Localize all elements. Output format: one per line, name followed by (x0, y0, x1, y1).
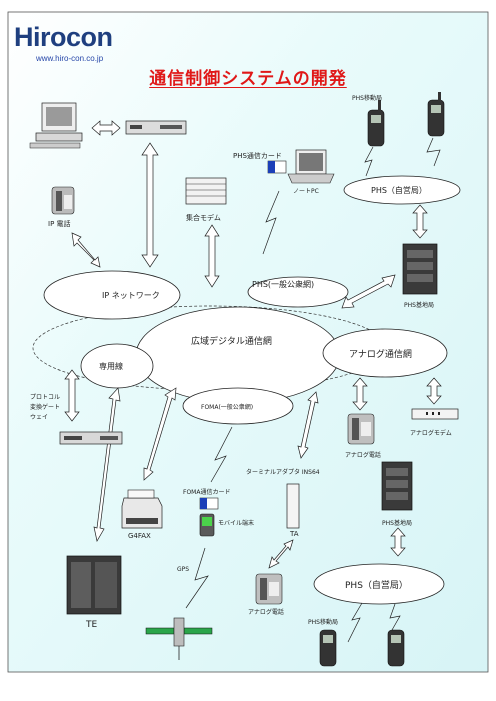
phs-mobile-top-2-icon (427, 92, 445, 137)
phs-public-label: PHS(一般公衆網) (252, 280, 315, 289)
page-title: 通信制御システムの開発 (149, 69, 347, 89)
analog-modem-icon (411, 408, 459, 420)
phs-concentrator-label: PHS基地局 (382, 520, 412, 527)
notebook-pc-label: ノートPC (293, 188, 319, 195)
brand-logo: Hirocon (14, 22, 113, 52)
arrow-pc-server (91, 120, 121, 136)
phs-mobile-bottom-2-icon (387, 629, 405, 667)
foma-card-label: FOMA通信カード (183, 489, 231, 496)
arrow-analog-ta (297, 391, 319, 459)
wireless-link-gps (185, 547, 209, 609)
wireless-link-foma (210, 426, 233, 483)
phs-mobile-top-1-icon (367, 100, 385, 147)
brand-url: www.hiro-con.co.jp (36, 54, 104, 63)
phs-private-network-top (343, 175, 461, 205)
desktop-pc-icon (29, 102, 83, 149)
phs-mobile-bottom-1-icon (319, 629, 337, 667)
phs-mobile-bottom-label: PHS移動局 (308, 619, 338, 626)
wireless-link-phs-mobile-3 (347, 602, 363, 643)
analog-phone-right-icon (347, 413, 375, 445)
rack-server-icon (125, 120, 187, 135)
arrow-gateway-dedicated (64, 369, 80, 422)
gps-label: GPS (177, 566, 190, 573)
phs-concentrator-icon (381, 461, 413, 511)
arrow-analog-modem (426, 377, 442, 405)
ip-phone-label: IP 電話 (48, 220, 71, 228)
analog-phone-bottom-icon (255, 573, 283, 605)
dedicated-line (80, 343, 154, 389)
ip-network (43, 270, 181, 320)
foma-card-icon (199, 497, 219, 510)
protocol-gateway-label-3: ウェイ (30, 414, 49, 421)
wide-area-digital-label: 広域デジタル通信網 (191, 337, 272, 347)
ta-label: TA (290, 530, 299, 538)
mobile-terminal-label: モバイル端末 (218, 520, 255, 527)
arrow-ipphone-ip-network (71, 232, 101, 268)
wireless-link-phs-mobile-1 (364, 146, 374, 177)
wireless-link-phs-mobile-4 (389, 603, 401, 631)
arrow-phs-private-base (412, 204, 428, 239)
phs-mobile-top-label: PHS移動局 (352, 95, 382, 102)
notebook-pc-icon (287, 149, 335, 184)
arrow-modem-network (204, 224, 220, 288)
analog-modem-label: アナログモデム (410, 430, 452, 437)
protocol-gateway-icon (59, 431, 123, 445)
g4fax-icon (121, 489, 163, 529)
arrow-server-ip-network (141, 142, 159, 268)
arrow-concentrator-phs-private (390, 527, 406, 557)
foma-public-label: FOMA(一般公衆網) (201, 404, 254, 411)
phs-card-icon (267, 160, 287, 174)
phs-public-network (247, 276, 349, 308)
terminal-adapter-icon (286, 483, 300, 529)
ip-network-label: IP ネットワーク (102, 291, 160, 300)
arrow-analog-phone (352, 377, 368, 411)
analog-network (322, 328, 448, 378)
dedicated-line-label: 専用線 (99, 362, 123, 371)
arrow-base-phs-public (341, 274, 396, 309)
gps-satellite-icon (145, 617, 213, 660)
analog-phone-right-label: アナログ電話 (345, 452, 381, 459)
arrow-dedicated-g4fax (143, 387, 177, 481)
mobile-terminal-icon (199, 513, 215, 537)
te-rack-icon (66, 555, 122, 615)
wireless-link-phscard (262, 190, 280, 255)
arrow-ta-analog-phone (268, 539, 294, 569)
ip-phone-icon (51, 186, 75, 215)
protocol-gateway-label-2: 変換ゲート (30, 404, 61, 411)
phs-private-top-label: PHS（自営局） (371, 186, 427, 195)
wireless-link-phs-mobile-2 (426, 137, 441, 167)
phs-base-station-label: PHS基地局 (404, 302, 434, 309)
arrow-dedicated-te (93, 387, 121, 542)
analog-network-label: アナログ通信網 (349, 350, 412, 360)
phs-card-label: PHS通信カード (233, 152, 282, 160)
g4fax-label: G4FAX (128, 532, 151, 540)
foma-public-network (182, 387, 294, 425)
group-modem-label: 集合モデム (186, 214, 221, 222)
phs-base-station-icon (402, 243, 438, 295)
terminal-adapter-label: ターミナルアダプタ INS64 (246, 469, 320, 476)
phs-private-network-bottom (313, 563, 445, 605)
analog-phone-bottom-label: アナログ電話 (248, 609, 284, 616)
phs-private-bottom-label: PHS（自営局） (345, 581, 408, 591)
te-label: TE (86, 620, 98, 630)
group-modem-icon (185, 177, 227, 205)
protocol-gateway-label-1: プロトコル (30, 394, 61, 401)
